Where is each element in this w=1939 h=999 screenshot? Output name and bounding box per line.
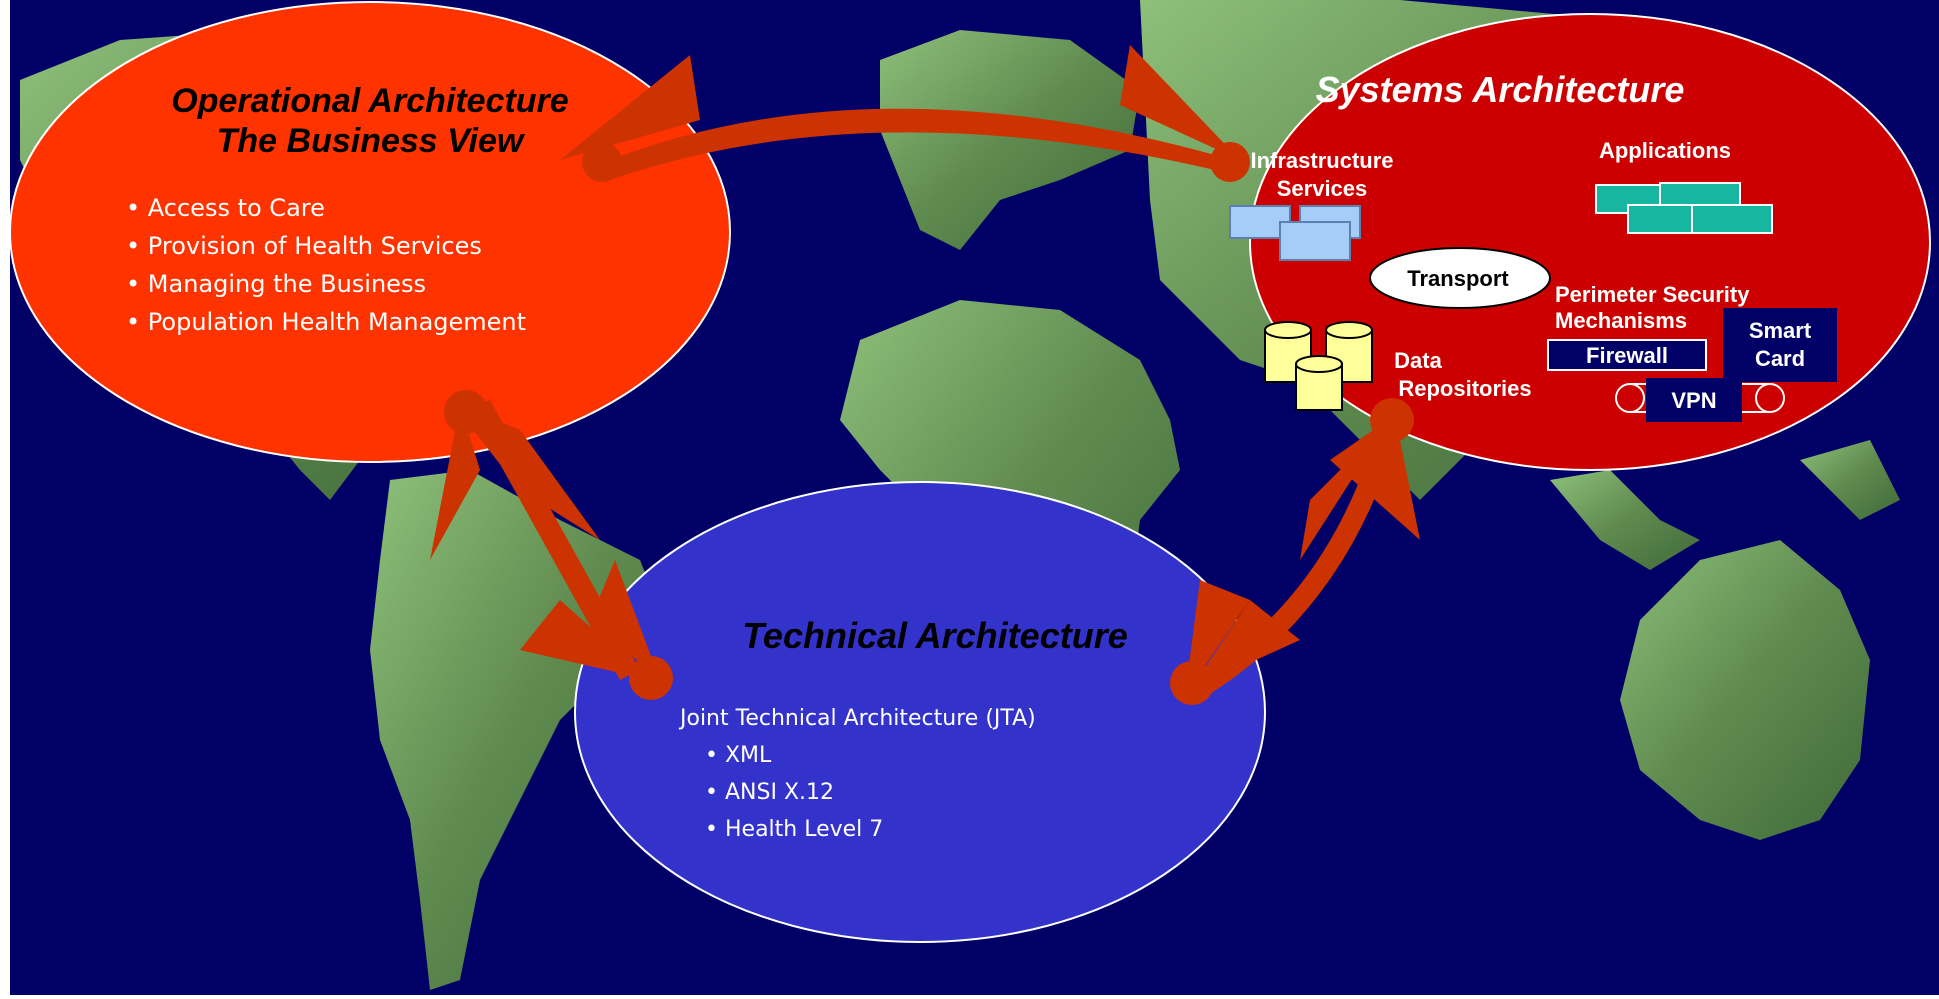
operational-bullet-4: • Population Health Management xyxy=(126,308,526,336)
infrastructure-label-line1: Infrastructure xyxy=(1250,148,1393,173)
systems-architecture: Systems Architecture Infrastructure Serv… xyxy=(1229,13,1931,471)
infrastructure-icon xyxy=(1229,205,1361,261)
transport-label: Transport xyxy=(1407,266,1509,291)
technical-bullet-3: • Health Level 7 xyxy=(705,817,883,842)
firewall-label: Firewall xyxy=(1586,343,1668,368)
technical-subtitle: Joint Technical Architecture (JTA) xyxy=(678,706,1036,731)
technical-bullet-1: • XML xyxy=(705,743,772,768)
perimeter-label-line2: Mechanisms xyxy=(1555,308,1687,333)
arrow-systems-technical xyxy=(1170,398,1420,705)
smart-card-label-line1: Smart xyxy=(1749,318,1812,343)
operational-ellipse xyxy=(9,1,731,463)
operational-bullet-1: • Access to Care xyxy=(126,194,325,222)
applications-label: Applications xyxy=(1599,138,1731,163)
operational-architecture: Operational Architecture The Business Vi… xyxy=(9,1,731,463)
smart-card-label-line2: Card xyxy=(1755,346,1805,371)
arrow-operational-technical xyxy=(430,390,673,700)
data-repositories-line1: Data xyxy=(1394,348,1442,373)
operational-title-line2: The Business View xyxy=(217,122,526,160)
transport-cloud: Transport xyxy=(1369,247,1551,309)
systems-title: Systems Architecture xyxy=(1316,69,1685,110)
data-repositories-line2: Repositories xyxy=(1398,376,1531,401)
applications-icon xyxy=(1595,182,1773,234)
infrastructure-label-line2: Services xyxy=(1277,176,1368,201)
operational-bullet-3: • Managing the Business xyxy=(126,270,426,298)
technical-bullet-2: • ANSI X.12 xyxy=(705,780,834,805)
technical-architecture: Technical Architecture Joint Technical A… xyxy=(574,481,1266,943)
vpn-label: VPN xyxy=(1671,388,1716,413)
firewall-box: Firewall xyxy=(1547,339,1707,371)
operational-title-line1: Operational Architecture xyxy=(171,82,568,120)
smart-card-box: Smart Card xyxy=(1723,308,1837,382)
vpn-box: VPN xyxy=(1615,378,1785,422)
repository-icon xyxy=(1264,321,1373,411)
technical-title: Technical Architecture xyxy=(742,615,1127,656)
arrow-operational-systems xyxy=(560,45,1250,182)
connector-arrows xyxy=(430,45,1420,705)
operational-bullet-2: • Provision of Health Services xyxy=(126,232,482,260)
technical-ellipse xyxy=(574,481,1266,943)
perimeter-label-line1: Perimeter Security xyxy=(1555,282,1750,307)
